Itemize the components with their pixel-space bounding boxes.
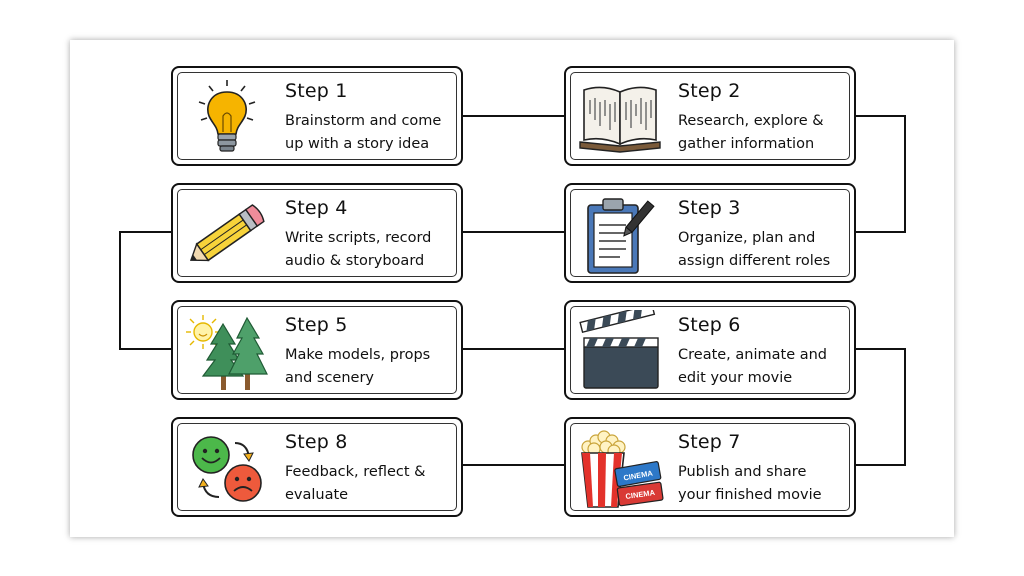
step-description: Feedback, reflect & evaluate xyxy=(285,461,425,507)
open-book-icon xyxy=(579,86,661,153)
step-description-line: Publish and share xyxy=(678,464,807,480)
card-inner-border xyxy=(177,72,457,160)
step-description-line: Brainstorm and come xyxy=(285,113,442,129)
ticket-label: CINEMA xyxy=(625,488,656,501)
step-description: Make models, props and scenery xyxy=(285,344,430,390)
trees-and-sun-icon xyxy=(186,315,268,390)
step-title: Step 6 xyxy=(678,314,741,336)
card-inner-border xyxy=(177,306,457,394)
step-description: Brainstorm and come up with a story idea xyxy=(285,110,441,156)
step-description-line: audio & storyboard xyxy=(285,253,425,269)
step-title: Step 5 xyxy=(285,314,348,336)
step-description-line: evaluate xyxy=(285,487,349,503)
step-description-line: Feedback, reflect & xyxy=(285,464,426,480)
step-description-line: edit your movie xyxy=(678,370,793,386)
card-inner-border xyxy=(177,423,457,511)
step-card-2: Step 2 Research, explore & gather inform… xyxy=(564,66,856,166)
step-card-7: CINEMA CINEMA Step 7 Publish and share y… xyxy=(564,417,856,517)
step-card-5: Step 5 Make models, props and scenery xyxy=(171,300,463,400)
step-description: Research, explore & gather information xyxy=(678,110,824,156)
step-card-1: Step 1 Brainstorm and come up with a sto… xyxy=(171,66,463,166)
pencil-icon xyxy=(189,204,265,262)
step-description-line: Create, animate and xyxy=(678,347,828,363)
step-title: Step 7 xyxy=(678,431,741,453)
card-inner-border xyxy=(570,72,850,160)
step-description: Organize, plan and assign different role… xyxy=(678,227,830,273)
clapperboard-icon xyxy=(579,310,659,389)
step-card-3: Step 3 Organize, plan and assign differe… xyxy=(564,183,856,283)
step-description: Write scripts, record audio & storyboard xyxy=(285,227,431,273)
step-description-line: assign different roles xyxy=(678,253,831,269)
card-inner-border xyxy=(570,306,850,394)
step-description-line: your finished movie xyxy=(678,487,822,503)
step-description: Create, animate and edit your movie xyxy=(678,344,827,390)
step-title: Step 2 xyxy=(678,80,741,102)
step-description-line: up with a story idea xyxy=(285,136,430,152)
step-description-line: and scenery xyxy=(285,370,374,386)
step-card-6: Step 6 Create, animate and edit your mov… xyxy=(564,300,856,400)
step-description-line: gather information xyxy=(678,136,815,152)
popcorn-and-tickets-icon: CINEMA CINEMA xyxy=(581,430,664,508)
step-card-8: Step 8 Feedback, reflect & evaluate xyxy=(171,417,463,517)
step-description: Publish and share your finished movie xyxy=(678,461,822,507)
step-title: Step 1 xyxy=(285,80,348,102)
card-inner-border xyxy=(570,189,850,277)
step-description-line: Research, explore & xyxy=(678,113,824,129)
step-title: Step 4 xyxy=(285,197,348,219)
happy-sad-faces-icon xyxy=(192,436,262,502)
lightbulb-icon xyxy=(198,80,256,152)
step-title: Step 8 xyxy=(285,431,348,453)
step-description-line: Write scripts, record xyxy=(285,230,432,246)
step-title: Step 3 xyxy=(678,197,741,219)
step-description-line: Organize, plan and xyxy=(678,230,816,246)
clipboard-icon xyxy=(587,198,655,274)
card-inner-border xyxy=(177,189,457,277)
step-card-4: Step 4 Write scripts, record audio & sto… xyxy=(171,183,463,283)
step-description-line: Make models, props xyxy=(285,347,431,363)
card-inner-border xyxy=(570,423,850,511)
